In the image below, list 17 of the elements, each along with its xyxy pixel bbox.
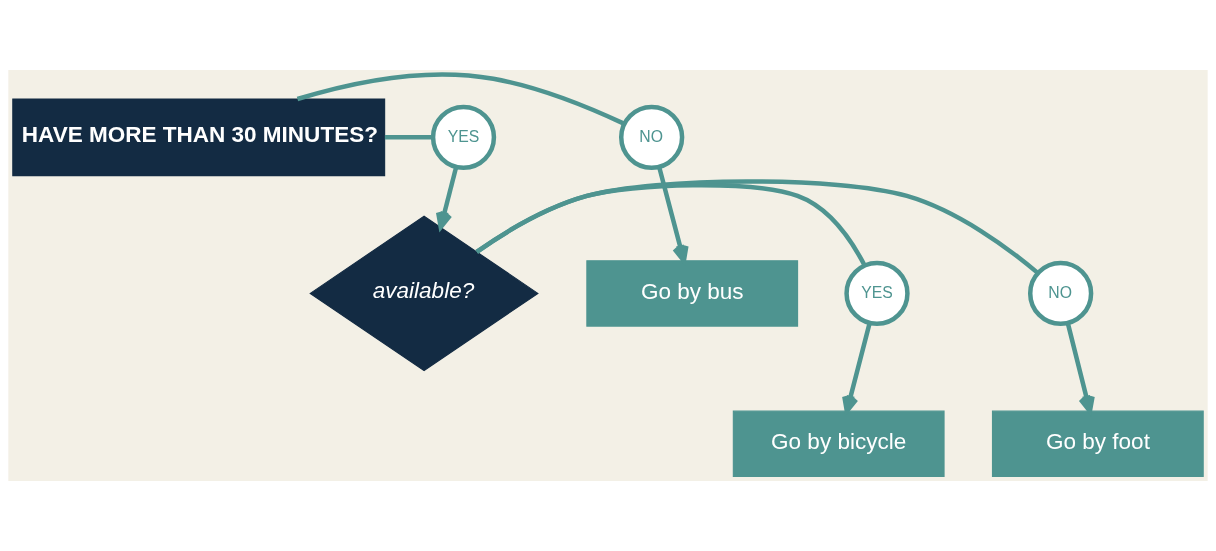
node-box: Go by bus xyxy=(586,260,799,327)
node-circle: YES xyxy=(844,260,910,327)
node-box: Go by bicycle xyxy=(732,410,945,478)
connector xyxy=(475,183,867,267)
arrow xyxy=(657,166,689,263)
node-diamond: available? xyxy=(309,215,539,372)
connector xyxy=(384,135,433,140)
connector xyxy=(296,72,625,126)
arrow xyxy=(1065,322,1095,414)
node-box: HAVE MORE THAN 30 MINUTES? xyxy=(12,98,386,177)
arrow xyxy=(842,322,872,414)
node-circle: NO xyxy=(1027,260,1094,327)
node-circle: YES xyxy=(430,104,497,171)
node-box: Go by foot xyxy=(991,410,1204,478)
connector xyxy=(475,179,1040,275)
arrow xyxy=(435,166,459,230)
node-circle: NO xyxy=(619,104,685,171)
